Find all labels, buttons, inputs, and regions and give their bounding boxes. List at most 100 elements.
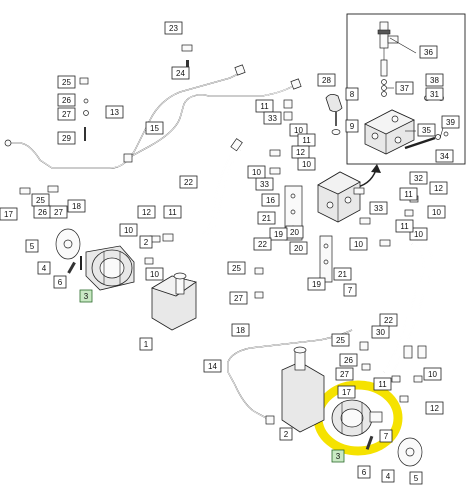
- callout-label-l25c: 25: [227, 261, 246, 275]
- callout-box: [227, 261, 246, 275]
- callout-number: 16: [266, 196, 275, 205]
- callout-number: 12: [434, 184, 443, 193]
- callout-number: 26: [62, 96, 71, 105]
- callout-number: 1: [144, 340, 149, 349]
- callout-box: [49, 205, 68, 219]
- callout-number: 11: [302, 136, 311, 145]
- callout-box: [339, 353, 358, 367]
- callout-number: 2: [144, 238, 149, 247]
- callout-number: 22: [258, 240, 267, 249]
- callout-label-l3b: 3: [331, 449, 345, 463]
- callout-number: 36: [424, 48, 433, 57]
- callout-label-l38: 38: [425, 73, 444, 87]
- callout-label-l20b: 20: [289, 241, 308, 255]
- callout-box: [425, 401, 444, 415]
- callout-number: 10: [414, 230, 423, 239]
- callout-box: [345, 87, 359, 101]
- callout-number: 10: [428, 370, 437, 379]
- callout-number: 6: [362, 468, 367, 477]
- callout-box: [335, 367, 354, 381]
- callout-number: 24: [176, 69, 185, 78]
- callout-box: [247, 165, 266, 179]
- callout-box: [57, 93, 76, 107]
- callout-number: 6: [58, 278, 63, 287]
- callout-label-l21b: 21: [333, 267, 352, 281]
- callout-number: 11: [378, 380, 387, 389]
- callout-box: [57, 107, 76, 121]
- hose-22-upper: [162, 138, 243, 242]
- callout-label-l27d: 27: [335, 367, 354, 381]
- callout-number: 11: [168, 208, 177, 217]
- callout-box: [357, 465, 371, 479]
- callout-label-l27a: 27: [57, 107, 76, 121]
- callout-number: 32: [414, 174, 423, 183]
- callout-label-l26c: 26: [339, 353, 358, 367]
- callout-label-l10g: 10: [119, 223, 138, 237]
- callout-box: [417, 123, 436, 137]
- upper-motor: [55, 228, 135, 291]
- callout-label-l34: 34: [435, 149, 454, 163]
- callout-label-l7a: 7: [343, 283, 357, 297]
- callout-box: [369, 201, 388, 215]
- callout-box: [317, 73, 336, 87]
- callout-number: 25: [232, 264, 241, 273]
- callout-number: 38: [430, 76, 439, 85]
- callout-box: [67, 199, 86, 213]
- callout-label-l25b: 25: [31, 193, 50, 207]
- callout-number: 10: [252, 168, 261, 177]
- callout-box: [57, 75, 76, 89]
- callout-box: [331, 449, 345, 463]
- callout-number: 13: [110, 108, 119, 117]
- callout-label-l12a: 12: [291, 145, 310, 159]
- callout-label-l22a: 22: [179, 175, 198, 189]
- callout-box: [307, 277, 326, 291]
- callout-number: 19: [312, 280, 321, 289]
- callout-label-l36: 36: [419, 45, 438, 59]
- callout-label-l10h: 10: [145, 267, 164, 281]
- callout-box: [57, 131, 76, 145]
- callout-box: [145, 267, 164, 281]
- callout-box: [435, 149, 454, 163]
- callout-label-l7b: 7: [379, 429, 393, 443]
- callout-number: 12: [430, 404, 439, 413]
- callout-number: 4: [386, 472, 391, 481]
- callout-number: 11: [400, 222, 409, 231]
- callout-number: 27: [62, 110, 71, 119]
- callout-label-l27c: 27: [229, 291, 248, 305]
- callout-number: 35: [422, 126, 431, 135]
- bracket-1: [151, 272, 197, 331]
- callout-box: [171, 66, 190, 80]
- lower-motor: [281, 346, 423, 467]
- callout-number: 17: [342, 388, 351, 397]
- callout-label-l21a: 21: [257, 211, 276, 225]
- callout-box: [343, 283, 357, 297]
- callout-box: [139, 337, 153, 351]
- callout-label-l4a: 4: [37, 261, 51, 275]
- callout-number: 12: [296, 148, 305, 157]
- callout-number: 9: [350, 122, 355, 131]
- callout-box: [253, 237, 272, 251]
- callout-number: 10: [302, 160, 311, 169]
- callout-label-l10b: 10: [297, 157, 316, 171]
- callout-box: [349, 237, 368, 251]
- callout-box: [257, 211, 276, 225]
- callout-box: [79, 289, 93, 303]
- callout-label-l8: 8: [345, 87, 359, 101]
- callout-label-l4b: 4: [381, 469, 395, 483]
- callout-label-l29: 29: [57, 131, 76, 145]
- callout-box: [395, 219, 414, 233]
- callout-box: [423, 367, 442, 381]
- callout-number: 15: [150, 124, 159, 133]
- callout-number: 25: [62, 78, 71, 87]
- callout-number: 5: [414, 474, 419, 483]
- callout-box: [429, 181, 448, 195]
- pipe-15: [123, 78, 302, 163]
- callout-box: [261, 193, 280, 207]
- callout-number: 7: [348, 286, 353, 295]
- callout-box: [263, 111, 282, 125]
- callout-number: 10: [354, 240, 363, 249]
- callout-box: [371, 325, 390, 339]
- knob-28: [325, 94, 343, 135]
- callout-box: [331, 333, 350, 347]
